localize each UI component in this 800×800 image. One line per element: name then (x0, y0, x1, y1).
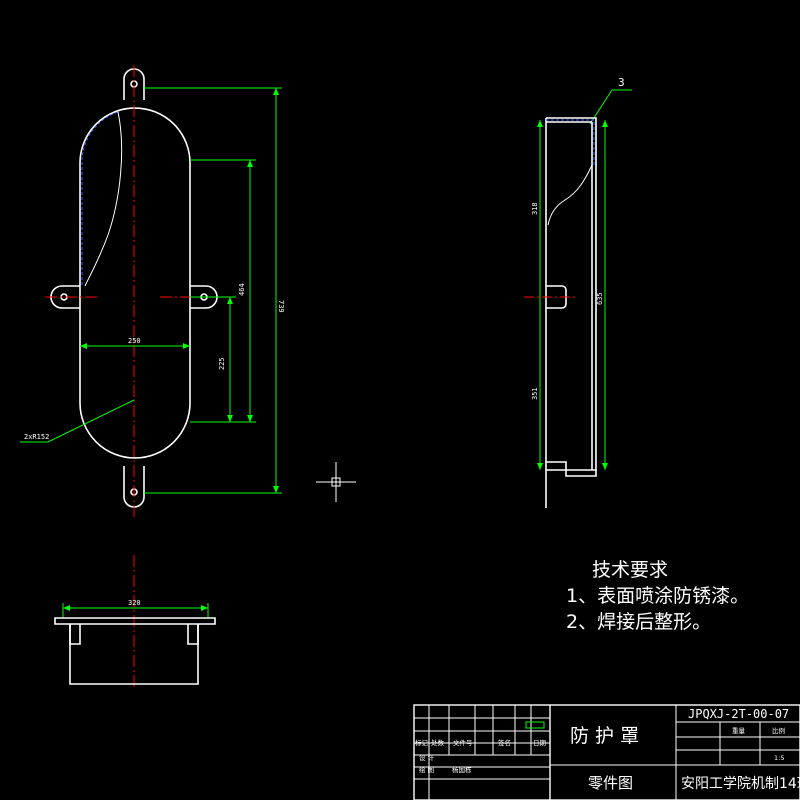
tb-school: 安阳工学院机制14班 (681, 776, 800, 792)
bottom-view (54, 617, 216, 685)
tb-role-draw: 绘 图 (419, 765, 434, 774)
dim-small-height: 225 (218, 357, 226, 370)
tb-header-sign: 签名 (498, 738, 511, 747)
side-view (545, 117, 597, 508)
tb-header-count: 处数 (431, 738, 445, 747)
front-view-dimensions (20, 87, 632, 618)
front-view-outline (79, 107, 191, 459)
front-view-centerlines (45, 65, 222, 690)
tech-req-heading: 技术要求 (592, 559, 668, 581)
front-view-dimension-arrows (63, 88, 608, 611)
cad-cursor-icon (316, 462, 356, 502)
bottom-view-flange (54, 617, 216, 625)
tb-header-mark: 标记 (415, 738, 429, 747)
tb-scale-value: 1:5 (774, 754, 784, 762)
title-block (413, 704, 800, 800)
tb-role-design: 设 计 (419, 753, 435, 762)
bottom-view-body (69, 624, 199, 685)
title-block-green-marker (525, 721, 545, 729)
dim-mid-height: 464 (238, 283, 246, 296)
side-view-hatch (546, 119, 596, 165)
tb-part-name: 防 护 罩 (570, 725, 639, 747)
tech-req-item-1: 1、表面喷涂防锈漆。 (566, 585, 749, 607)
tb-col-weight: 重量 (732, 727, 746, 735)
dim-radius: 2xR152 (24, 433, 49, 441)
tb-drawing-number: JPQXJ-2T-00-07 (688, 707, 789, 721)
front-view-hatch (81, 111, 119, 285)
side-dim-upper: 318 (531, 202, 539, 215)
tb-drafter: 杨国栋 (452, 765, 472, 774)
dim-total-height: 739 (277, 300, 285, 313)
tb-col-scale: 比例 (772, 726, 785, 735)
bottom-dim-width: 320 (128, 599, 141, 607)
dim-width: 250 (128, 337, 141, 345)
tb-header-docno: 文件号 (453, 738, 473, 747)
side-foot (546, 461, 597, 477)
side-dim-total: 635 (596, 292, 604, 305)
tech-req-item-2: 2、焊接后整形。 (566, 611, 711, 633)
side-view-outline (545, 117, 597, 508)
side-leader-label: 3 (618, 76, 625, 89)
side-dim-lower: 351 (531, 387, 539, 400)
tb-header-date: 日期 (533, 739, 547, 747)
tb-drawing-type: 零件图 (588, 774, 633, 792)
side-break-line (547, 164, 593, 226)
front-break-line (84, 111, 123, 287)
